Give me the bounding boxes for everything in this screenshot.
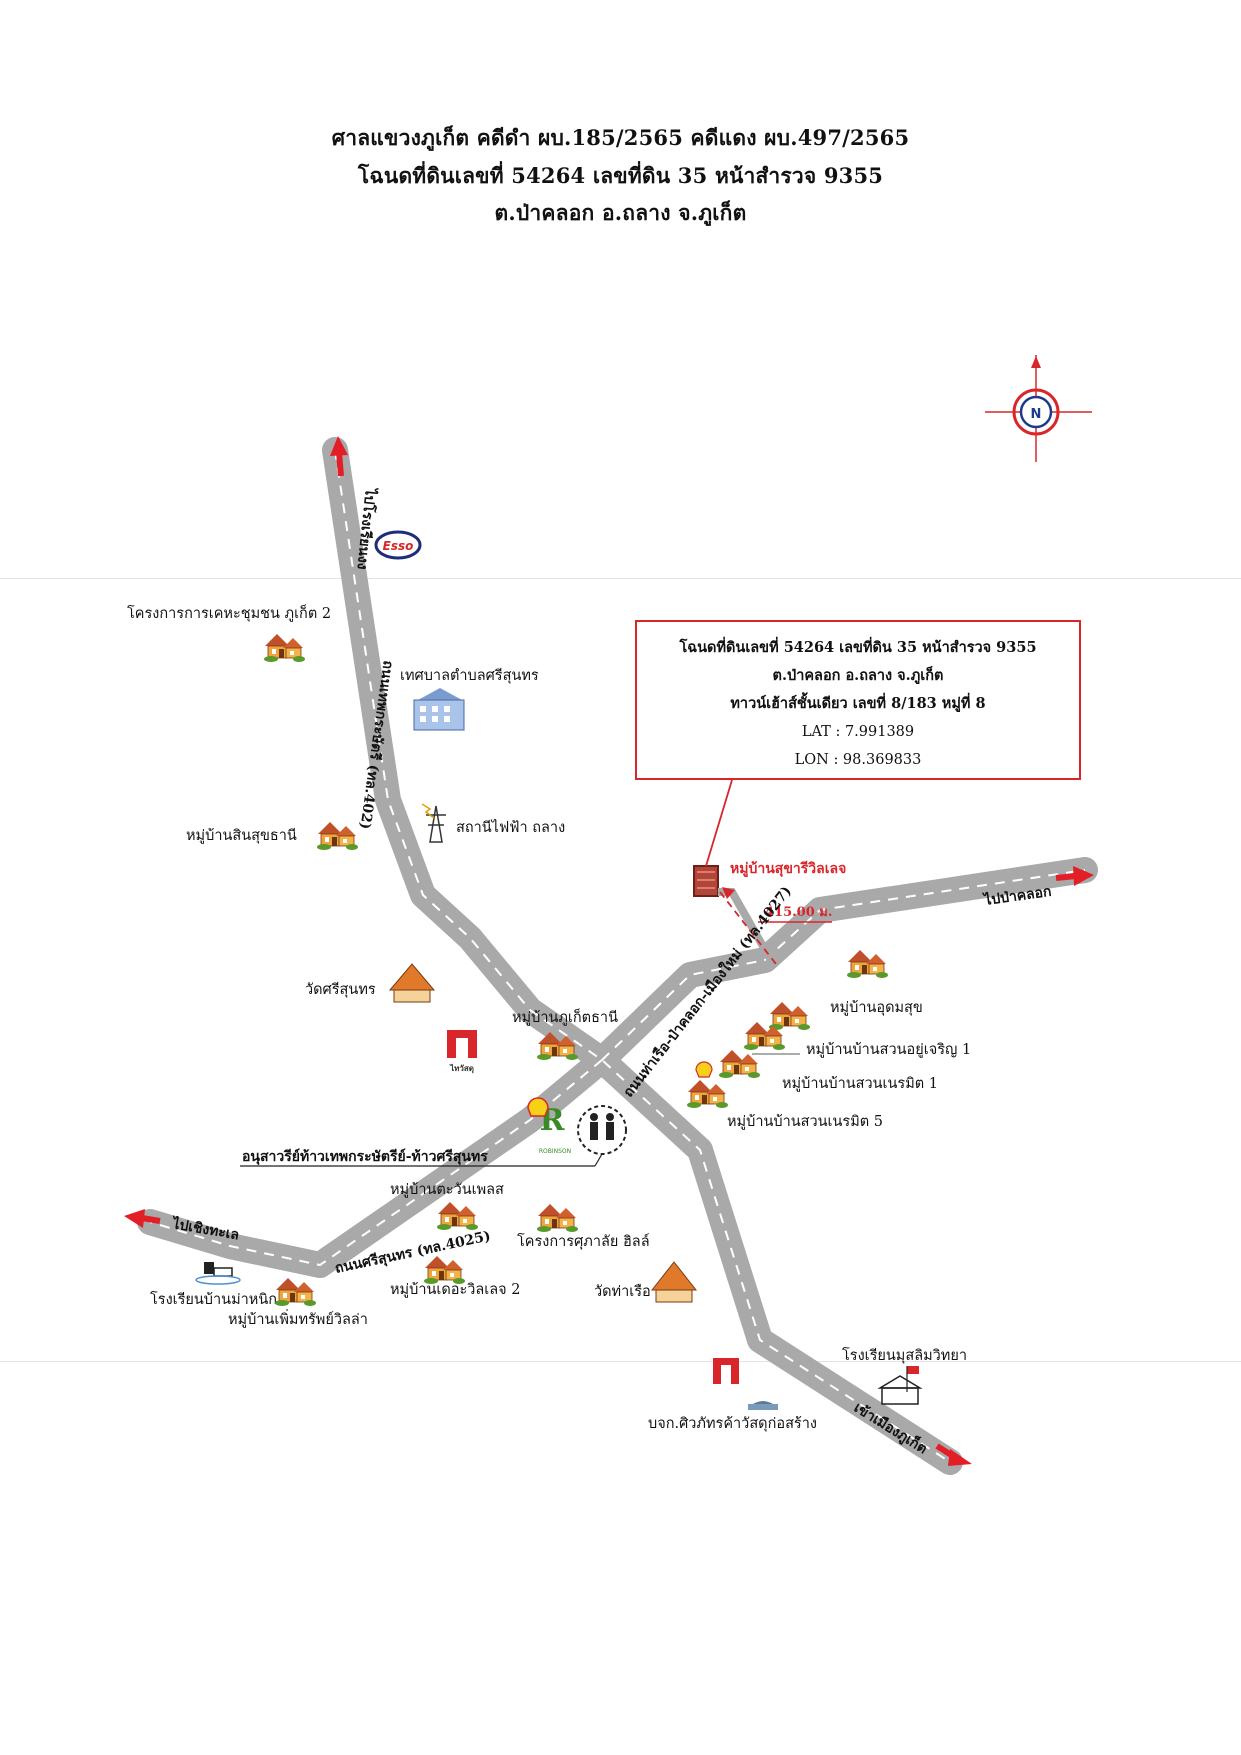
target-property-marker <box>693 865 719 897</box>
label-sinsukthani: หมู่บ้านสินสุขธานี <box>186 827 297 844</box>
house-icon <box>436 1201 479 1231</box>
label-suan-neramit-1: หมู่บ้านบ้านสวนเนรมิต 1 <box>782 1075 938 1092</box>
house-icon <box>423 1255 466 1285</box>
label-muslim-school: โรงเรียนมุสลิมวิทยา <box>842 1346 967 1364</box>
hardware-store-logo <box>713 1358 739 1384</box>
label-tawan-place: หมู่บ้านตะวันเพลส <box>390 1181 504 1198</box>
label-wat-tha-ruea: วัดท่าเรือ <box>594 1283 651 1300</box>
warehouse-icon <box>748 1401 778 1410</box>
monument-icon <box>577 1105 627 1155</box>
house-icon <box>846 949 889 979</box>
shell-logo-icon <box>527 1097 549 1117</box>
property-info-box: โฉนดที่ดินเลขที่ 54264 เลขที่ดิน 35 หน้า… <box>635 620 1081 780</box>
label-supalai-hills: โครงการศุภาลัย ฮิลล์ <box>517 1232 650 1250</box>
label-udomsuk: หมู่บ้านอุดมสุข <box>830 999 923 1016</box>
label-wat-srisunthon: วัดศรีสุนทร <box>305 981 376 998</box>
distance-label: 415.00 ม. <box>765 905 832 920</box>
house-icon <box>274 1277 317 1307</box>
temple-icon <box>650 1261 698 1303</box>
title-court-case: ศาลแขวงภูเก็ต คดีดำ ผบ.185/2565 คดีแดง ผ… <box>331 125 910 150</box>
road-network <box>137 437 1098 1475</box>
power-tower-icon <box>421 803 446 843</box>
compass-rose-icon: N <box>985 355 1092 462</box>
label-construction-store: บจก.ศิวภัทรค้าวัสดุก่อสร้าง <box>648 1415 817 1432</box>
target-village-label: หมู่บ้านสุขารีวิลเลจ <box>730 861 846 877</box>
label-monument: อนุสาวรีย์ท้าวเทพกระษัตรีย์-ท้าวศรีสุนทร <box>242 1148 488 1165</box>
title-title-deed: โฉนดที่ดินเลขที่ 54264 เลขที่ดิน 35 หน้า… <box>357 163 884 188</box>
label-phoem-sap-villa: หมู่บ้านเพิ่มทรัพย์วิลล่า <box>228 1309 368 1328</box>
info-latitude: LAT : 7.991389 <box>801 724 915 740</box>
info-deed-line: โฉนดที่ดินเลขที่ 54264 เลขที่ดิน 35 หน้า… <box>679 639 1037 656</box>
house-icon <box>536 1203 579 1233</box>
label-suan-yu-charoen: หมู่บ้านบ้านสวนอยู่เจริญ 1 <box>806 1041 971 1058</box>
label-the-villa-2: หมู่บ้านเดอะวิลเลจ 2 <box>390 1281 520 1298</box>
label-phuket-thani: หมู่บ้านภูเก็ตธานี <box>512 1007 618 1026</box>
esso-logo: Esso <box>374 530 422 560</box>
label-municipality: เทศบาลตำบลศรีสุนทร <box>400 667 539 684</box>
municipality-building-icon <box>413 688 465 731</box>
shell-logo-small-icon <box>695 1061 713 1078</box>
label-power-station: สถานีไฟฟ้า ถลาง <box>456 818 565 836</box>
southeast-road-arrow-icon <box>935 1443 972 1466</box>
info-location-line: ต.ป่าคลอก อ.ถลาง จ.ภูเก็ต <box>772 667 944 684</box>
compass-letter: N <box>1031 407 1042 422</box>
school-icon <box>195 1262 241 1285</box>
school-building-icon <box>877 1366 923 1405</box>
thaiwatsadu-logo: ไทวัสดุ <box>447 1030 477 1074</box>
svg-text:Esso: Esso <box>383 539 414 553</box>
info-building-line: ทาวน์เฮ้าส์ชั้นเดียว เลขที่ 8/183 หมู่ที… <box>730 695 986 712</box>
house-icon <box>316 821 359 851</box>
house-icon <box>686 1079 729 1109</box>
house-icon <box>263 633 306 663</box>
north-road-arrow-icon <box>330 436 348 477</box>
info-longitude: LON : 98.369833 <box>794 752 922 768</box>
house-icon <box>768 1001 811 1031</box>
label-suan-neramit-5: หมู่บ้านบ้านสวนเนรมิต 5 <box>727 1113 883 1130</box>
temple-icon <box>388 963 436 1003</box>
label-school-ban-manik: โรงเรียนบ้านม่าหนิก <box>150 1290 277 1308</box>
svg-text:ROBINSON: ROBINSON <box>539 1148 571 1155</box>
title-location: ต.ป่าคลอก อ.ถลาง จ.ภูเก็ต <box>494 200 747 225</box>
east-road-arrow-icon <box>1055 866 1094 886</box>
label-housing-project-2: โครงการการเคหะชุมชน ภูเก็ต 2 <box>127 603 331 622</box>
svg-text:ไทวัสดุ: ไทวัสดุ <box>449 1063 474 1074</box>
west-road-arrow-icon <box>124 1209 161 1228</box>
